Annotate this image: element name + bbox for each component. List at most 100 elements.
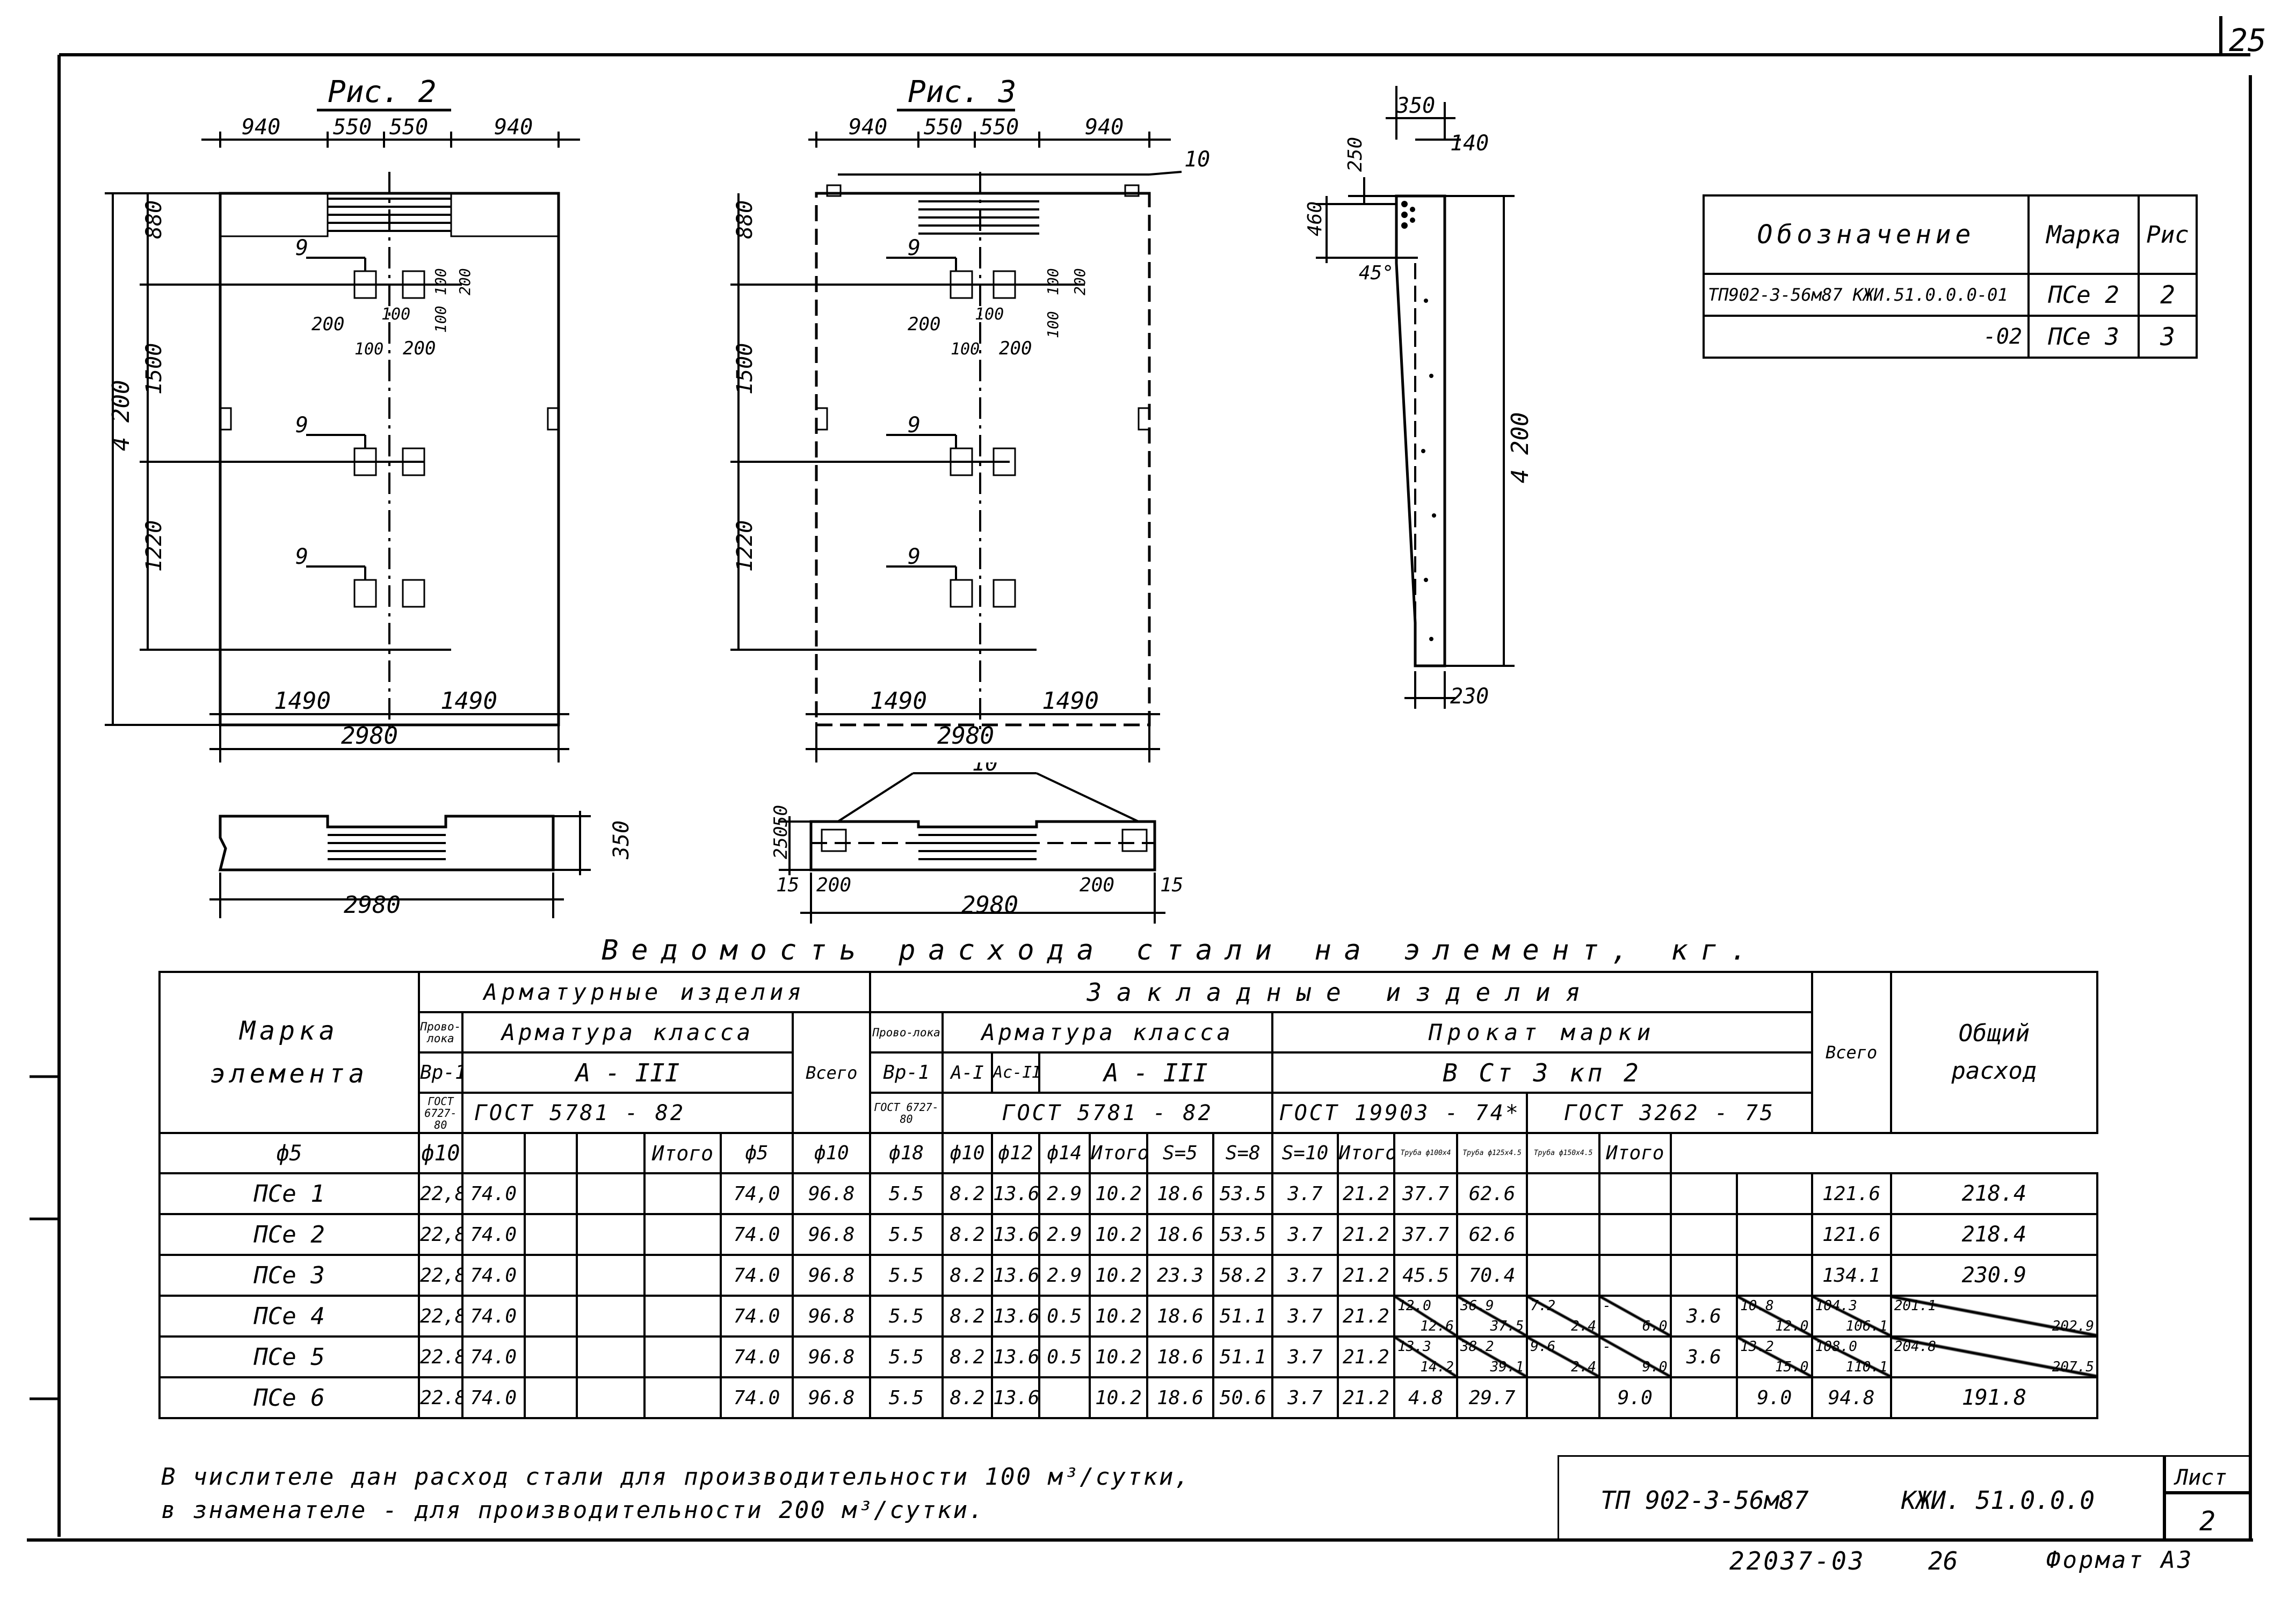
col-subheader: Труба ф100х4 <box>1393 1132 1458 1174</box>
table-cell: 22,8 <box>417 1254 463 1297</box>
fig2-dim: 1220 <box>142 520 166 572</box>
fig3-overall-width: 2980 <box>937 722 994 750</box>
table-cell <box>1669 1376 1739 1419</box>
table-cell: 13.6 <box>991 1172 1040 1215</box>
row-mark: ПСе 4 <box>158 1295 420 1338</box>
designation-code: -02 <box>1703 315 2030 359</box>
table-cell: 51.1 <box>1212 1295 1274 1338</box>
table-cell: 218.4 <box>1889 1172 2099 1215</box>
fig2-dim: 550 <box>389 115 428 140</box>
table-cell <box>1669 1172 1739 1215</box>
table-cell: 21.2 <box>1336 1213 1396 1256</box>
designation-header: Обозначение <box>1703 194 2030 275</box>
table-cell: 96.8 <box>792 1213 872 1256</box>
fig2-detail-dim: 100 <box>432 268 450 295</box>
table-cell: 74.0 <box>461 1254 526 1297</box>
fig3-elev-dim: 200 <box>1080 874 1114 896</box>
fig2-callout: 9 <box>295 236 308 260</box>
col-subheader <box>523 1132 578 1174</box>
col-header-a2: Ас-II <box>991 1051 1040 1094</box>
table-cell: 74.0 <box>461 1295 526 1338</box>
fig2-detail-dim: 100 <box>381 305 410 324</box>
fig2-detail-dim: 200 <box>403 338 436 359</box>
row-mark: ПСе 3 <box>158 1254 420 1297</box>
fig2-dim: 940 <box>242 115 280 140</box>
table-cell <box>576 1213 646 1256</box>
table-cell <box>1526 1376 1601 1419</box>
col-header-gost: ГОСТ 5781 - 82 <box>941 1092 1274 1134</box>
col-subheader: Итого <box>643 1132 722 1174</box>
table-cell <box>1669 1254 1739 1297</box>
fig2-elev-thickness: 350 <box>609 820 634 860</box>
col-subheader: ф5 <box>158 1132 420 1174</box>
section-height: 4 200 <box>1506 412 1534 483</box>
col-subheader: Итого <box>1336 1132 1396 1174</box>
col-header-bp1: Вр-1 <box>417 1051 463 1094</box>
fig2-dim: 1500 <box>142 343 166 395</box>
title-block-code: ТП 902-3-56м87 <box>1600 1486 1809 1515</box>
col-subheader: Труба ф150х4.5 <box>1526 1132 1601 1174</box>
col-header-total: Всего <box>1810 971 1892 1134</box>
table-cell: 9.0 <box>1598 1376 1672 1419</box>
table-cell <box>1526 1172 1601 1215</box>
table-cell: 5.5 <box>869 1376 944 1419</box>
table-cell <box>1598 1172 1672 1215</box>
table-cell <box>1526 1254 1601 1297</box>
fig2-elevation: 350 2980 <box>209 811 634 919</box>
table-cell: 13.6 <box>991 1254 1040 1297</box>
table-cell <box>523 1295 578 1338</box>
section-angle: 45° <box>1359 262 1394 284</box>
col-subheader: S=8 <box>1212 1132 1274 1174</box>
designation-code: ТП902-3-56м87 КЖИ.51.0.0.0-01 <box>1703 273 2030 317</box>
steel-table-title: Ведомость расхода стали на элемент, кг. <box>602 934 1760 967</box>
row-mark: ПСе 6 <box>158 1376 420 1419</box>
table-cell: 134.1 <box>1810 1254 1892 1297</box>
col-subheader: S=10 <box>1271 1132 1339 1174</box>
table-cell <box>1736 1254 1813 1297</box>
fig3-elev-dim: 15 <box>1160 874 1183 896</box>
table-cell: 3.7 <box>1271 1172 1339 1215</box>
table-cell: 2.9 <box>1038 1172 1091 1215</box>
fig-header: Рис <box>2138 194 2198 275</box>
col-header-a3: А - III <box>461 1051 794 1094</box>
table-cell: 3.7 <box>1271 1376 1339 1419</box>
fig3-dim: 550 <box>924 115 962 140</box>
col-subheader: Итого <box>1088 1132 1148 1174</box>
col-header-wire: Прово-лока <box>869 1011 944 1054</box>
table-cell: 191.8 <box>1889 1376 2099 1419</box>
designation-fig: 3 <box>2138 315 2198 359</box>
table-cell: 5.5 <box>869 1295 944 1338</box>
table-cell <box>523 1172 578 1215</box>
col-header-gost: ГОСТ 6727-80 <box>417 1092 463 1134</box>
table-cell: -6.0 <box>1598 1295 1672 1338</box>
table-cell: 3.7 <box>1271 1335 1339 1378</box>
table-cell: 51.1 <box>1212 1335 1274 1378</box>
table-cell <box>576 1172 646 1215</box>
table-cell: 0.5 <box>1038 1295 1091 1338</box>
col-subheader <box>576 1132 646 1174</box>
table-cell: 8.2 <box>941 1254 994 1297</box>
fig2-overall-width: 2980 <box>341 722 398 750</box>
designation-fig: 2 <box>2138 273 2198 317</box>
fig3-detail-dim: 100 <box>1044 268 1062 295</box>
title-block-sheet-no: 2 <box>2199 1506 2215 1537</box>
table-cell: 22.8 <box>417 1335 463 1378</box>
table-cell: 8.2 <box>941 1172 994 1215</box>
col-header-wire: Прово-лока <box>417 1011 463 1054</box>
table-cell: 53.5 <box>1212 1172 1274 1215</box>
row-mark: ПСе 5 <box>158 1335 420 1378</box>
table-cell: 8.2 <box>941 1376 994 1419</box>
table-cell <box>1038 1376 1091 1419</box>
table-cell <box>643 1376 722 1419</box>
designation-mark: ПСе 3 <box>2027 315 2140 359</box>
